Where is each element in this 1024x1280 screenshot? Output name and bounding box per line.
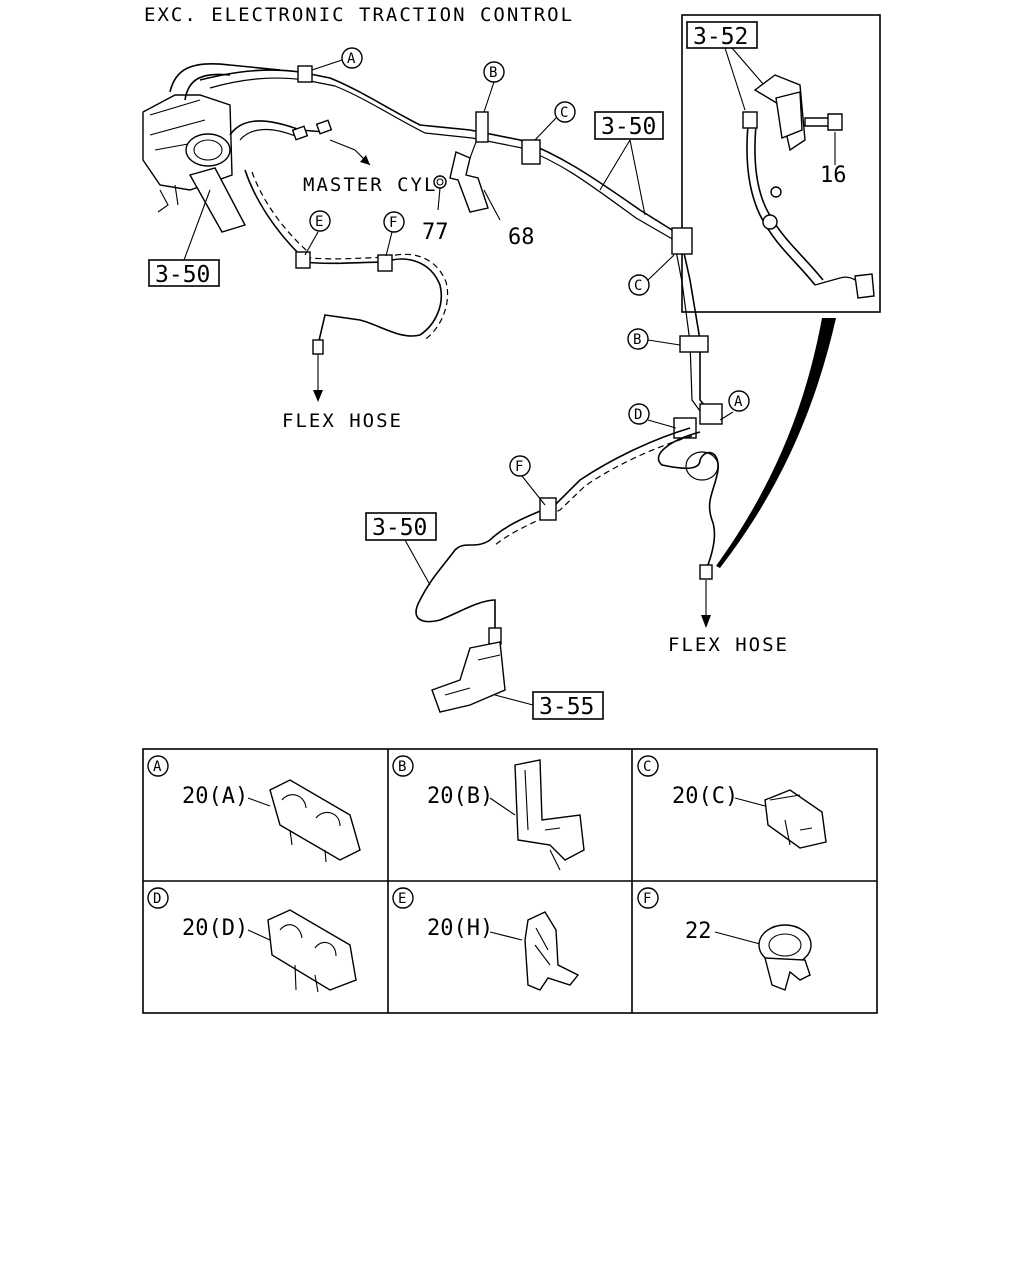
legend-part: 20(B) (427, 784, 493, 809)
callout-d-right: D (628, 403, 677, 429)
inset-pointer-arrow (716, 318, 836, 568)
svg-text:C: C (560, 105, 568, 121)
legend-letter: C (643, 759, 651, 775)
legend-cell-a: A 20(A) (147, 755, 361, 863)
callout-f-left: F (383, 211, 405, 257)
callout-c-right: C (628, 254, 675, 296)
callout-a-right: A (719, 390, 750, 421)
legend-part: 20(H) (427, 916, 493, 941)
legend-letter: A (153, 759, 162, 775)
inset-detail: 3-52 16 (681, 14, 881, 313)
legend-letter: B (398, 759, 406, 775)
legend-part: 20(C) (672, 784, 738, 809)
callout-e-left: E (304, 210, 331, 256)
hydraulic-unit (142, 63, 281, 233)
svg-text:F: F (389, 215, 397, 231)
legend-part: 20(A) (182, 784, 248, 809)
legend-cell-e: E 20(H) (392, 887, 580, 991)
legend-cell-c: C 20(C) (637, 755, 827, 849)
svg-text:A: A (734, 394, 743, 410)
legend-letter: F (643, 891, 651, 907)
label-flex-hose-right: FLEX HOSE (668, 634, 789, 656)
ref-3-50-main: 3-50 (601, 114, 656, 140)
legend-part: 22 (685, 919, 712, 944)
ref-3-50-lower: 3-50 (372, 515, 427, 541)
legend-letter: D (153, 891, 161, 907)
legend-cell-f: F 22 (637, 887, 812, 991)
svg-text:F: F (515, 459, 523, 475)
label-master-cyl: MASTER CYL (303, 174, 437, 196)
callout-b-right: B (627, 328, 681, 350)
ref-3-50-left: 3-50 (155, 262, 210, 288)
part-16: 16 (820, 163, 847, 188)
svg-text:A: A (347, 51, 356, 67)
svg-text:B: B (633, 332, 641, 348)
svg-text:E: E (315, 214, 323, 230)
part-77: 77 (422, 220, 449, 245)
part-68: 68 (508, 225, 535, 250)
callout-a-top: A (311, 47, 363, 71)
svg-text:B: B (489, 65, 497, 81)
ref-3-52: 3-52 (693, 24, 748, 50)
legend-letter: E (398, 891, 406, 907)
svg-text:C: C (634, 278, 642, 294)
legend-cell-b: B 20(B) (392, 755, 585, 871)
callout-b-top: B (483, 61, 505, 113)
callout-f-lower: F (509, 455, 546, 506)
ref-3-55: 3-55 (539, 694, 594, 720)
callout-c-top: C (534, 101, 576, 141)
clip-legend-table: A 20(A) B 20(B) C 20(C) D (142, 748, 878, 1014)
svg-text:D: D (634, 407, 642, 423)
diagram-title: EXC. ELECTRONIC TRACTION CONTROL (144, 4, 574, 26)
legend-part: 20(D) (182, 916, 248, 941)
label-flex-hose-left: FLEX HOSE (282, 410, 403, 432)
legend-cell-d: D 20(D) (147, 887, 357, 993)
